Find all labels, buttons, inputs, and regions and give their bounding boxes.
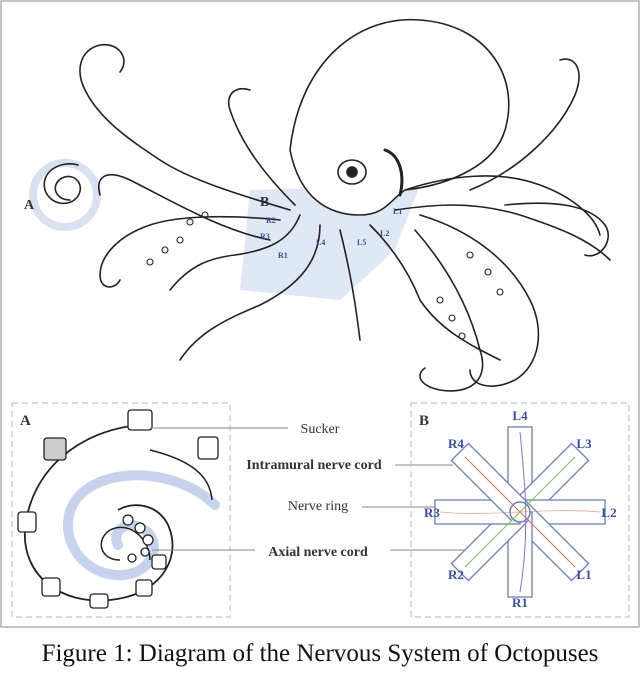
label-l5: L5 — [357, 238, 366, 247]
label-a-main: A — [24, 198, 35, 213]
panel-b-frame — [410, 402, 630, 618]
panel-a-suckers — [17, 409, 219, 609]
callout-sucker: Sucker — [301, 422, 340, 437]
label-r3: R3 — [260, 232, 270, 241]
star-label-l3: L3 — [576, 436, 592, 451]
label-l4: L4 — [316, 238, 325, 247]
label-l1: L1 — [393, 207, 402, 216]
label-r1: R1 — [278, 251, 288, 260]
label-r2: R2 — [266, 216, 276, 225]
nervous-highlight-spiral — [29, 159, 101, 231]
callout-nerve-ring: Nerve ring — [288, 499, 348, 514]
spiral-arm-tip — [43, 163, 82, 205]
star-label-l1: L1 — [576, 567, 591, 582]
star-label-l4: L4 — [512, 408, 528, 423]
panel-a: A — [11, 402, 288, 618]
label-b-main: B — [260, 195, 269, 210]
star-label-r2: R2 — [448, 567, 464, 582]
panel-a-label: A — [20, 413, 31, 429]
octopus-nervous-system-figure: A B R1 R2 R3 L1 L2 L4 L5 A S — [0, 0, 640, 628]
panel-a-frame — [11, 402, 231, 618]
figure-caption: Figure 1: Diagram of the Nervous System … — [41, 640, 599, 667]
panel-b: B L4 L3 L2 L1 R1 — [410, 402, 630, 618]
callout-axial: Axial nerve cord — [268, 545, 368, 560]
label-l2: L2 — [380, 229, 389, 238]
octopus-mantle — [289, 18, 510, 216]
nervous-highlight — [240, 185, 420, 300]
suckers — [146, 211, 504, 340]
star-label-r3: R3 — [424, 505, 440, 520]
star-label-r1: R1 — [512, 595, 528, 610]
octopus-illustration — [29, 18, 611, 392]
star-label-l2: L2 — [601, 505, 616, 520]
figure-frame — [0, 0, 640, 628]
nerve-star — [434, 426, 606, 598]
star-label-r4: R4 — [448, 436, 464, 451]
callout-intramural: Intramural nerve cord — [246, 458, 382, 473]
panel-b-label: B — [419, 413, 429, 429]
